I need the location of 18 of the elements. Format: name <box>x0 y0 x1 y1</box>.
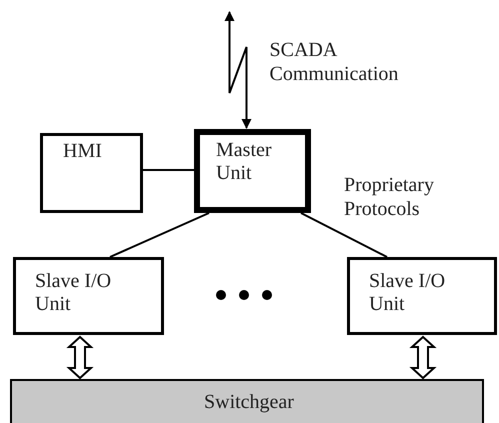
zigzag-arrow <box>224 11 252 129</box>
box-label: Switchgear <box>203 391 295 414</box>
note-text: Proprietary Protocols <box>344 173 435 221</box>
unit-box <box>347 257 497 335</box>
unit-box <box>194 129 311 213</box>
box-label: Slave I/O Unit <box>369 270 446 316</box>
connector-line <box>300 212 388 258</box>
hollow-double-arrow <box>409 336 437 380</box>
switchgear-bar <box>10 379 484 423</box>
box-label: HMI <box>63 140 103 163</box>
unit-box <box>40 133 143 213</box>
box-label: Slave I/O Unit <box>35 270 112 316</box>
unit-box <box>13 257 164 335</box>
edge-label: SCADA Communication <box>270 38 400 86</box>
connector-line <box>110 212 210 258</box>
box-label: Master Unit <box>216 139 273 185</box>
connector-line <box>143 169 194 171</box>
hollow-double-arrow <box>66 336 94 380</box>
